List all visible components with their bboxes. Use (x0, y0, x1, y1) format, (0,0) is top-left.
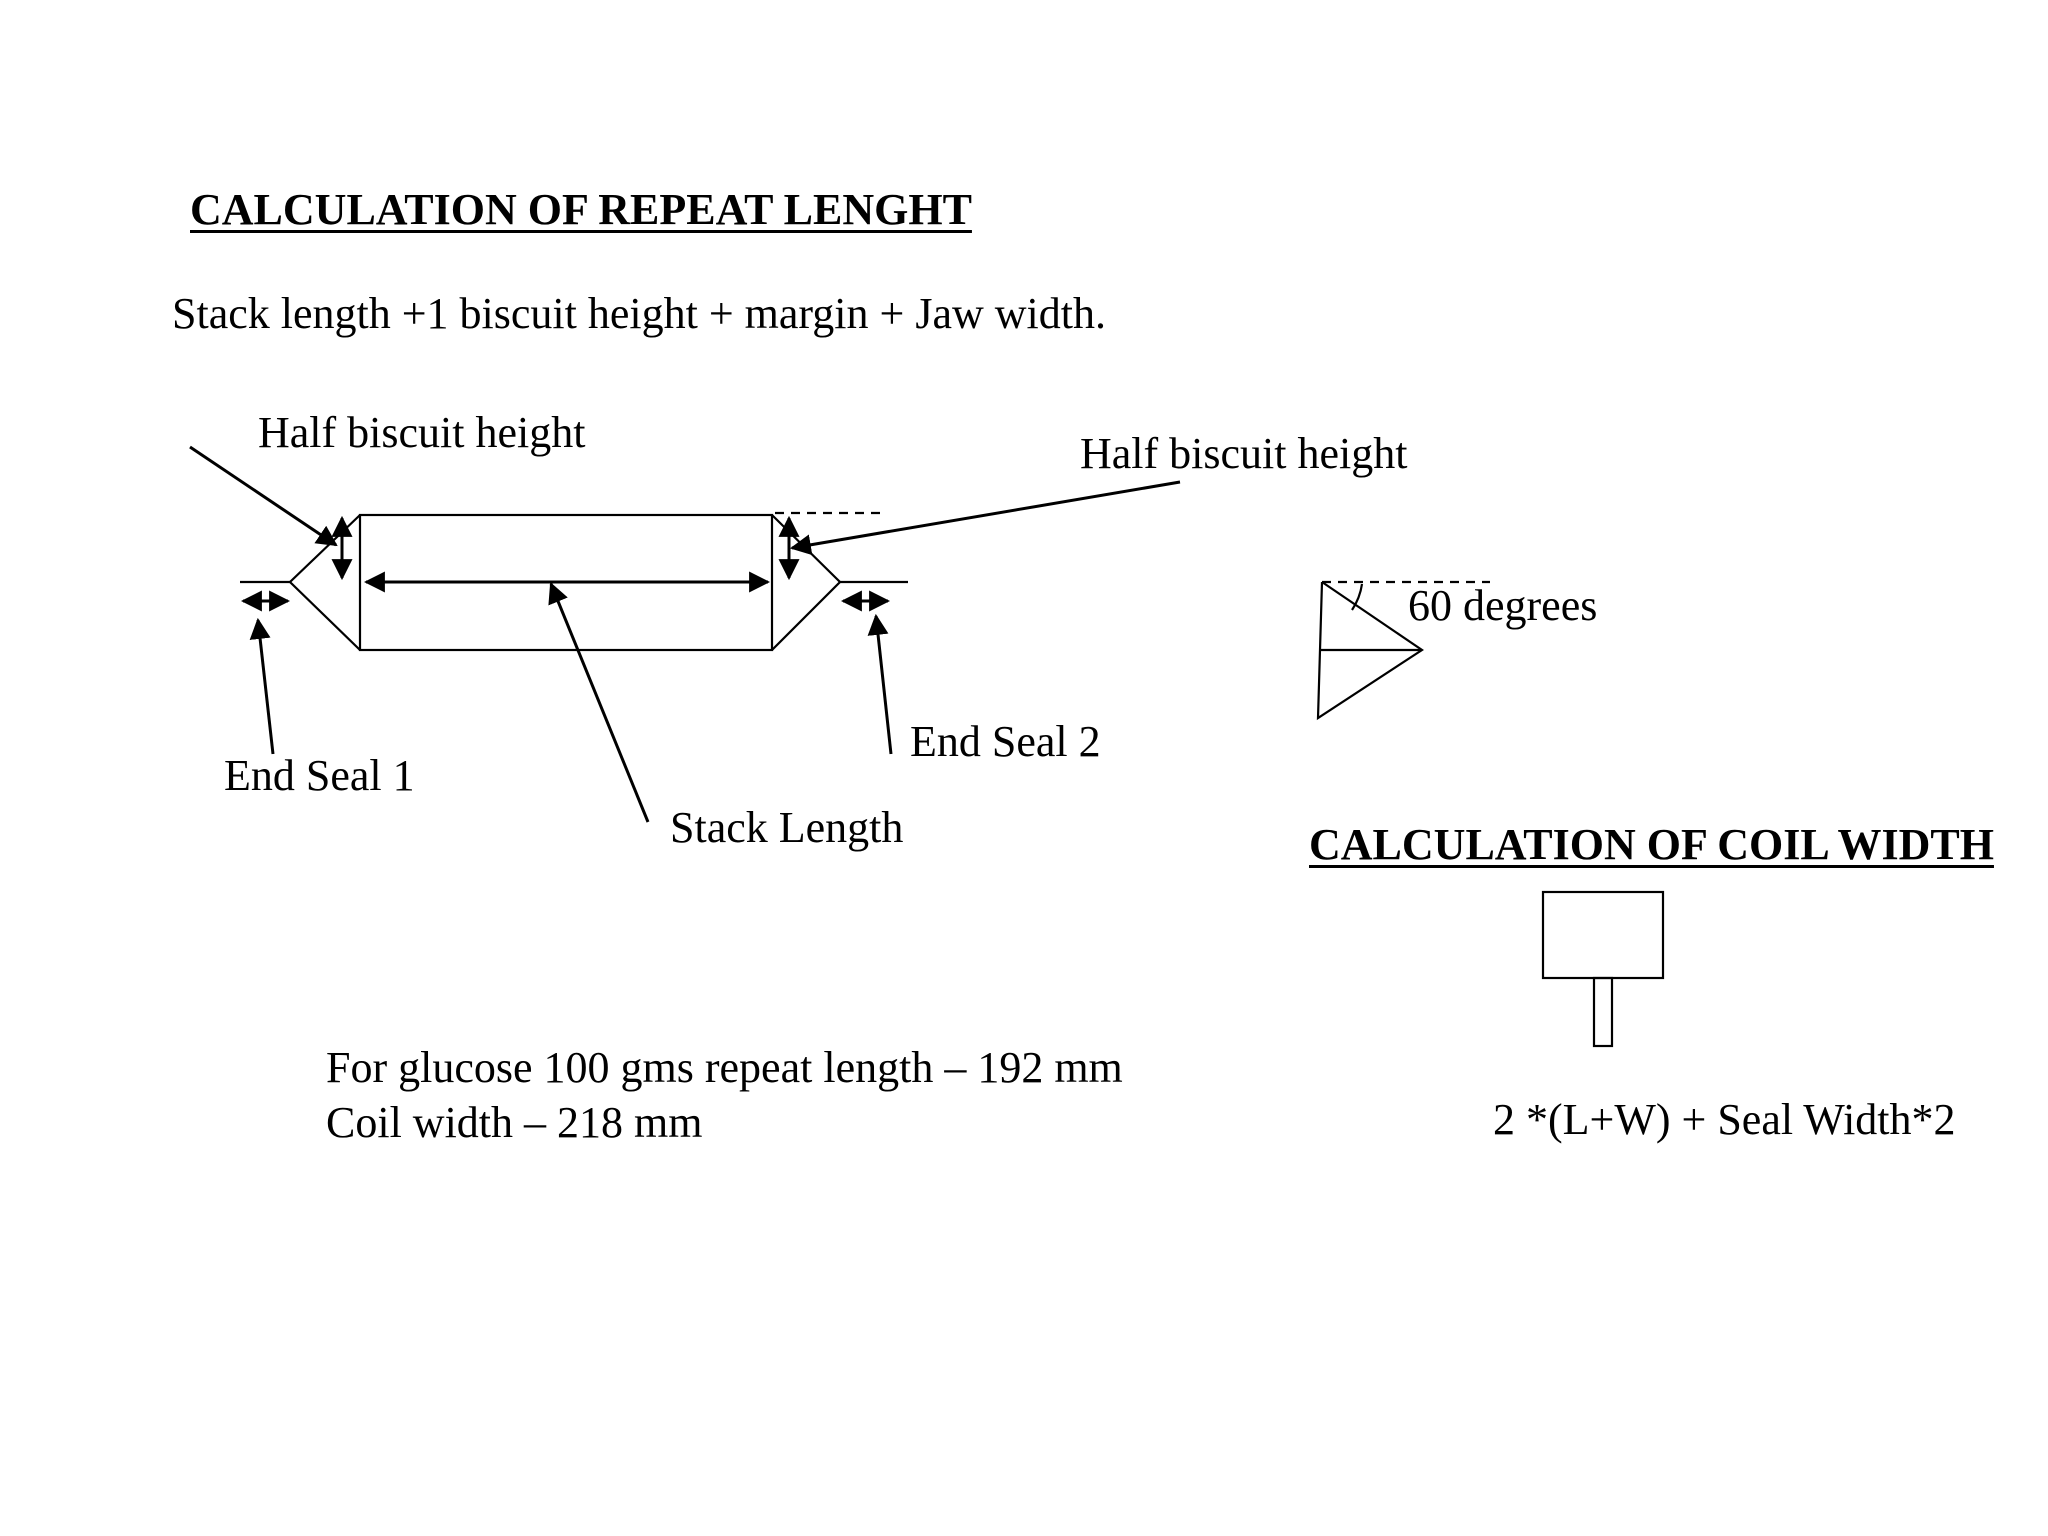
label-60-degrees: 60 degrees (1408, 581, 1598, 630)
label-stack-length: Stack Length (670, 803, 904, 852)
repeat-length-formula: Stack length +1 biscuit height + margin … (172, 289, 1106, 338)
leader-half-biscuit-left (189, 445, 338, 547)
coil-stem (1592, 976, 1614, 1048)
coil-width-formula: 2 *(L+W) + Seal Width*2 (1493, 1095, 1956, 1144)
right-taper (771, 514, 842, 651)
result-coil-width: Coil width – 218 mm (326, 1098, 703, 1147)
label-end-seal-2: End Seal 2 (910, 717, 1101, 766)
result-repeat-length: For glucose 100 gms repeat length – 192 … (326, 1043, 1123, 1092)
coil-box (1541, 890, 1665, 980)
leader-end-seal-2 (867, 613, 893, 755)
coil-width-heading: CALCULATION OF COIL WIDTH (1309, 820, 1994, 869)
repeat-length-heading: CALCULATION OF REPEAT LENGHT (190, 185, 972, 234)
label-half-biscuit-right: Half biscuit height (1080, 429, 1408, 478)
leader-end-seal-1 (249, 617, 275, 755)
leader-half-biscuit-right (789, 480, 1181, 556)
coil-figure (1541, 890, 1665, 1048)
angle-arc (1351, 583, 1364, 611)
label-half-biscuit-left: Half biscuit height (258, 408, 586, 457)
stack-body (358, 513, 774, 652)
leader-stack-length (548, 582, 650, 823)
label-end-seal-1: End Seal 1 (224, 751, 415, 800)
left-taper (288, 514, 361, 651)
angle-triangle (1316, 580, 1490, 721)
